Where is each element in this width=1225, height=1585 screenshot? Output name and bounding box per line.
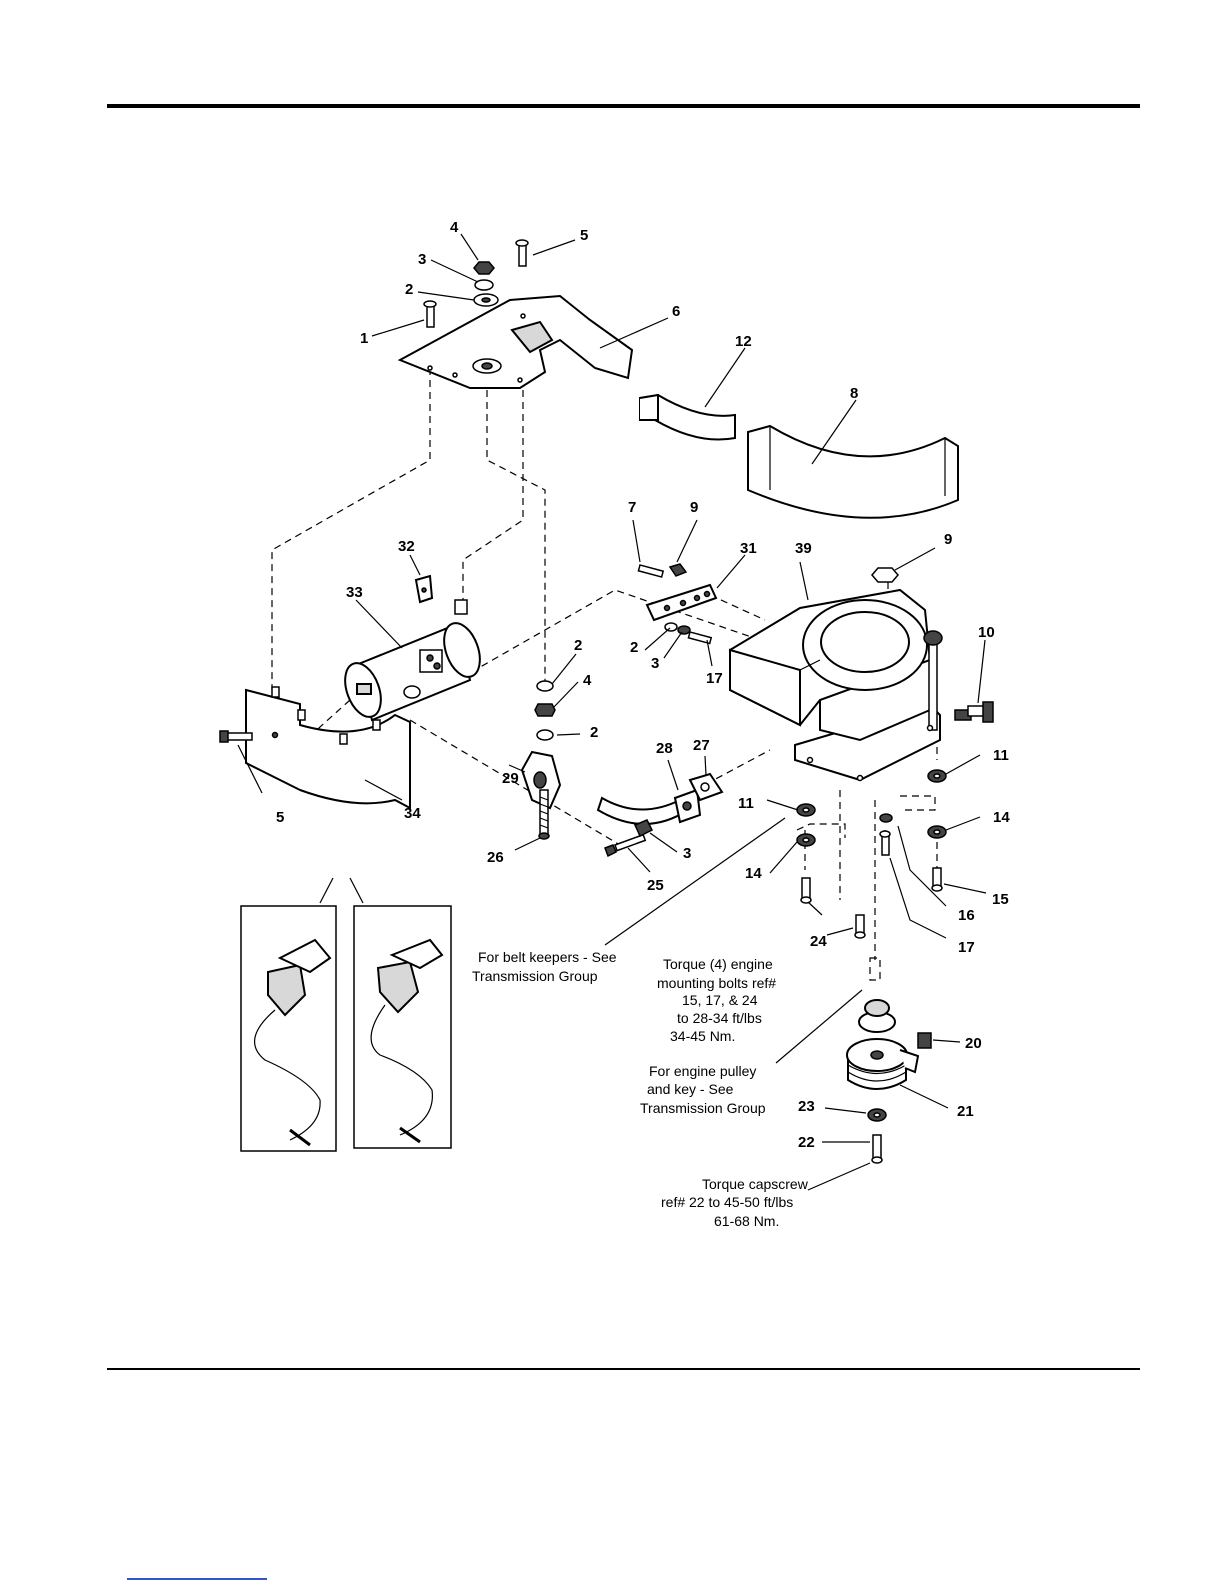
callout-27: 25 (647, 877, 664, 894)
callout-7: 7 (628, 499, 636, 516)
note-belt-keepers: For belt keepers - See Transmission Grou… (472, 949, 617, 984)
inset-left (240, 905, 337, 1152)
svg-text:For belt keepers - See: For belt keepers - See (478, 949, 617, 965)
callout-25: 27 (693, 737, 710, 754)
callout-22: 22 (798, 1134, 815, 1151)
callout-3-top: 3 (418, 251, 426, 268)
svg-text:mounting bolts ref#: mounting bolts ref# (657, 975, 776, 991)
heat-shield-plate (397, 294, 634, 389)
bracket-31 (645, 583, 718, 622)
callout-23: 23 (798, 1098, 815, 1115)
callout-17-bracket: 17 (706, 670, 723, 687)
footer-link[interactable] (127, 1578, 267, 1580)
note-engine-torque: Torque (4) engine mounting bolts ref# 15… (657, 956, 776, 1044)
bracket-hardware (637, 563, 713, 645)
callout-39: 39 (795, 540, 812, 557)
svg-text:Transmission Group: Transmission Group (472, 968, 598, 984)
svg-text:to 28-34 ft/lbs: to 28-34 ft/lbs (677, 1010, 762, 1026)
callout-5-lower: 5 (276, 809, 284, 826)
muffler (344, 599, 481, 722)
callout-20: 20 (965, 1035, 982, 1052)
foam-block-8 (747, 424, 959, 519)
callout-16: 16 (958, 907, 975, 924)
callout-15: 15 (992, 891, 1009, 908)
svg-text:For engine pulley: For engine pulley (649, 1063, 756, 1079)
callout-33: 33 (346, 584, 363, 601)
callout-2-center-bottom: 2 (590, 724, 598, 741)
callout-8: 8 (850, 385, 858, 402)
exhaust-pipe (596, 788, 702, 825)
callout-3-bracket: 3 (651, 655, 659, 672)
top-hardware (423, 239, 529, 328)
callout-3-lower: 3 (683, 845, 691, 862)
callout-17-lower: 17 (958, 939, 975, 956)
mount-hardware (796, 769, 947, 939)
pulley-and-clutch (846, 957, 932, 1164)
callout-2-bracket: 2 (630, 639, 638, 656)
inset-right (353, 905, 452, 1149)
callout-34: 34 (404, 805, 421, 822)
header-rule (107, 104, 1140, 108)
fitting-10 (954, 701, 994, 723)
inset-pointers (319, 877, 364, 904)
leader-lines (237, 233, 987, 1191)
callout-10: 10 (978, 624, 995, 641)
engine (729, 567, 943, 782)
callout-14-left: 14 (745, 865, 762, 882)
callout-12: 12 (735, 333, 752, 350)
foam-block-12 (639, 393, 736, 441)
callout-21: 21 (957, 1103, 974, 1120)
note-capscrew-torque: Torque capscrew ref# 22 to 45-50 ft/lbs … (661, 1176, 809, 1229)
callout-26: 28 (656, 740, 673, 757)
callout-4-center: 4 (583, 672, 592, 689)
svg-text:61-68 Nm.: 61-68 Nm. (714, 1213, 779, 1229)
svg-text:15, 17, & 24: 15, 17, & 24 (682, 992, 758, 1008)
callout-2-top: 2 (405, 281, 413, 298)
callout-5-top: 5 (580, 227, 588, 244)
callout-numbers: 4 5 3 2 1 6 12 8 7 9 31 39 9 32 33 10 2 … (276, 219, 1010, 1151)
callout-9-bracket: 9 (690, 499, 698, 516)
callout-2-center-top: 2 (574, 637, 582, 654)
callout-32: 32 (398, 538, 415, 555)
callout-4-top: 4 (450, 219, 459, 236)
callout-31: 31 (740, 540, 757, 557)
clip-32 (414, 574, 434, 604)
callout-24: 24 (810, 933, 827, 950)
svg-text:34-45 Nm.: 34-45 Nm. (670, 1028, 735, 1044)
callout-14-right: 14 (993, 809, 1010, 826)
bolt-5-lower (219, 730, 253, 743)
callout-11-left: 11 (738, 795, 754, 812)
callout-11-right: 11 (993, 747, 1009, 764)
callout-28: 26 (487, 849, 504, 866)
callout-29: 29 (502, 770, 519, 787)
svg-text:Torque (4) engine: Torque (4) engine (663, 956, 773, 972)
callout-9-engine: 9 (944, 531, 952, 548)
center-hardware (520, 680, 562, 840)
svg-text:Transmission Group: Transmission Group (640, 1100, 766, 1116)
callout-6: 6 (672, 303, 680, 320)
svg-text:and key - See: and key - See (647, 1081, 734, 1097)
svg-text:ref# 22 to 45-50 ft/lbs: ref# 22 to 45-50 ft/lbs (661, 1194, 793, 1210)
note-engine-pulley: For engine pulley and key - See Transmis… (640, 1063, 766, 1116)
footer-rule (107, 1368, 1140, 1370)
muffler-shield (245, 686, 411, 810)
callout-1: 1 (360, 330, 368, 347)
svg-text:Torque capscrew: Torque capscrew (702, 1176, 809, 1192)
exhaust-bolt-27-nut-3 (604, 819, 654, 858)
gasket-25 (688, 772, 724, 802)
